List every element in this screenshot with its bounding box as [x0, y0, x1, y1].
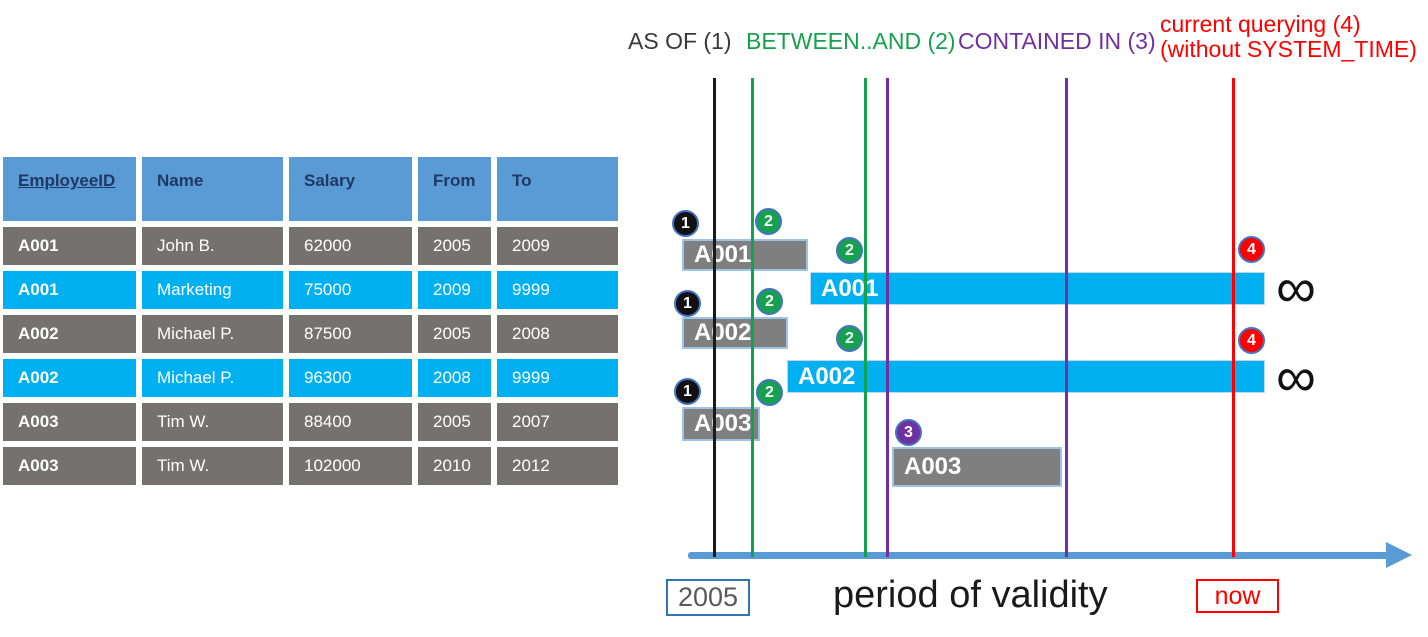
- table-cell-name: John B.: [142, 227, 283, 265]
- table-cell-salary: 102000: [289, 447, 412, 485]
- validity-bar-a002-open: A002: [787, 360, 1265, 393]
- marker-4-circle: 4: [1238, 327, 1265, 354]
- legend-current-querying-line2: (without SYSTEM_TIME): [1160, 36, 1417, 62]
- marker-2-circle: 2: [756, 379, 783, 406]
- table-cell-from: 2005: [418, 227, 491, 265]
- bar-label: A001: [694, 241, 752, 268]
- contained-start-line: [886, 78, 889, 557]
- axis-now-box: now: [1196, 579, 1279, 613]
- marker-1-circle: 1: [674, 378, 701, 405]
- table-cell-name: Michael P.: [142, 315, 283, 353]
- infinity-icon: ∞: [1276, 256, 1316, 319]
- table-cell-from: 2005: [418, 315, 491, 353]
- table-cell-id: A001: [3, 271, 136, 309]
- table-cell-from: 2010: [418, 447, 491, 485]
- time-axis-line: [688, 552, 1391, 559]
- contained-end-line: [1065, 78, 1068, 557]
- table-cell-salary: 75000: [289, 271, 412, 309]
- table-cell-to: 2007: [497, 403, 618, 441]
- marker-2-circle: 2: [755, 208, 782, 235]
- legend-current-querying-line1: current querying (4): [1160, 11, 1361, 37]
- table-cell-name: Tim W.: [142, 403, 283, 441]
- table-cell-from: 2005: [418, 403, 491, 441]
- table-cell-from: 2009: [418, 271, 491, 309]
- table-cell-id: A002: [3, 315, 136, 353]
- legend-between-and: BETWEEN..AND (2): [746, 28, 956, 54]
- table-cell-to: 2009: [497, 227, 618, 265]
- legend-contained-in: CONTAINED IN (3): [958, 28, 1156, 54]
- axis-start-year-label: 2005: [677, 582, 739, 612]
- column-header-salary: Salary: [289, 157, 412, 221]
- bar-label: A003: [904, 453, 962, 480]
- table-cell-to: 9999: [497, 271, 618, 309]
- table-cell-name: Marketing: [142, 271, 283, 309]
- infinity-icon: ∞: [1276, 345, 1316, 408]
- legend-current-querying: current querying (4) (without SYSTEM_TIM…: [1160, 12, 1417, 62]
- validity-bar-a002-closed: A002: [682, 317, 788, 349]
- marker-3-circle: 3: [895, 419, 922, 446]
- legend-as-of: AS OF (1): [628, 28, 732, 54]
- marker-2-circle: 2: [836, 325, 863, 352]
- between-start-line: [751, 78, 754, 557]
- axis-start-year-box: 2005: [666, 579, 750, 616]
- table-cell-id: A003: [3, 403, 136, 441]
- table-cell-name: Michael P.: [142, 359, 283, 397]
- table-cell-to: 2012: [497, 447, 618, 485]
- employee-table: EmployeeID Name Salary From To A001 John…: [3, 157, 618, 485]
- validity-bar-a001-closed: A001: [682, 239, 808, 271]
- as-of-line: [713, 78, 716, 557]
- marker-1-circle: 1: [672, 210, 699, 237]
- table-cell-to: 9999: [497, 359, 618, 397]
- axis-now-label: now: [1214, 581, 1261, 610]
- bar-label: A001: [821, 274, 879, 302]
- column-header-employeeid: EmployeeID: [3, 157, 136, 221]
- bar-label: A002: [694, 319, 752, 346]
- now-line: [1232, 78, 1235, 557]
- column-header-name: Name: [142, 157, 283, 221]
- validity-bar-a001-open: A001: [810, 272, 1265, 305]
- table-cell-id: A002: [3, 359, 136, 397]
- column-header-from: From: [418, 157, 491, 221]
- table-cell-salary: 87500: [289, 315, 412, 353]
- marker-2-circle: 2: [836, 237, 863, 264]
- between-end-line: [864, 78, 867, 557]
- column-header-to: To: [497, 157, 618, 221]
- time-axis-arrow-icon: [1386, 542, 1412, 568]
- validity-bar-a003-second: A003: [892, 447, 1062, 487]
- marker-2-circle: 2: [756, 288, 783, 315]
- table-cell-salary: 96300: [289, 359, 412, 397]
- axis-title: period of validity: [833, 574, 1108, 616]
- column-header-employeeid-label: EmployeeID: [18, 171, 116, 190]
- table-cell-id: A001: [3, 227, 136, 265]
- marker-4-circle: 4: [1238, 236, 1265, 263]
- bar-label: A002: [798, 362, 856, 390]
- bar-label: A003: [694, 410, 752, 437]
- table-cell-salary: 62000: [289, 227, 412, 265]
- table-cell-id: A003: [3, 447, 136, 485]
- validity-bar-a003-first: A003: [682, 407, 760, 441]
- table-cell-name: Tim W.: [142, 447, 283, 485]
- table-cell-to: 2008: [497, 315, 618, 353]
- table-cell-salary: 88400: [289, 403, 412, 441]
- marker-1-circle: 1: [674, 290, 701, 317]
- table-cell-from: 2008: [418, 359, 491, 397]
